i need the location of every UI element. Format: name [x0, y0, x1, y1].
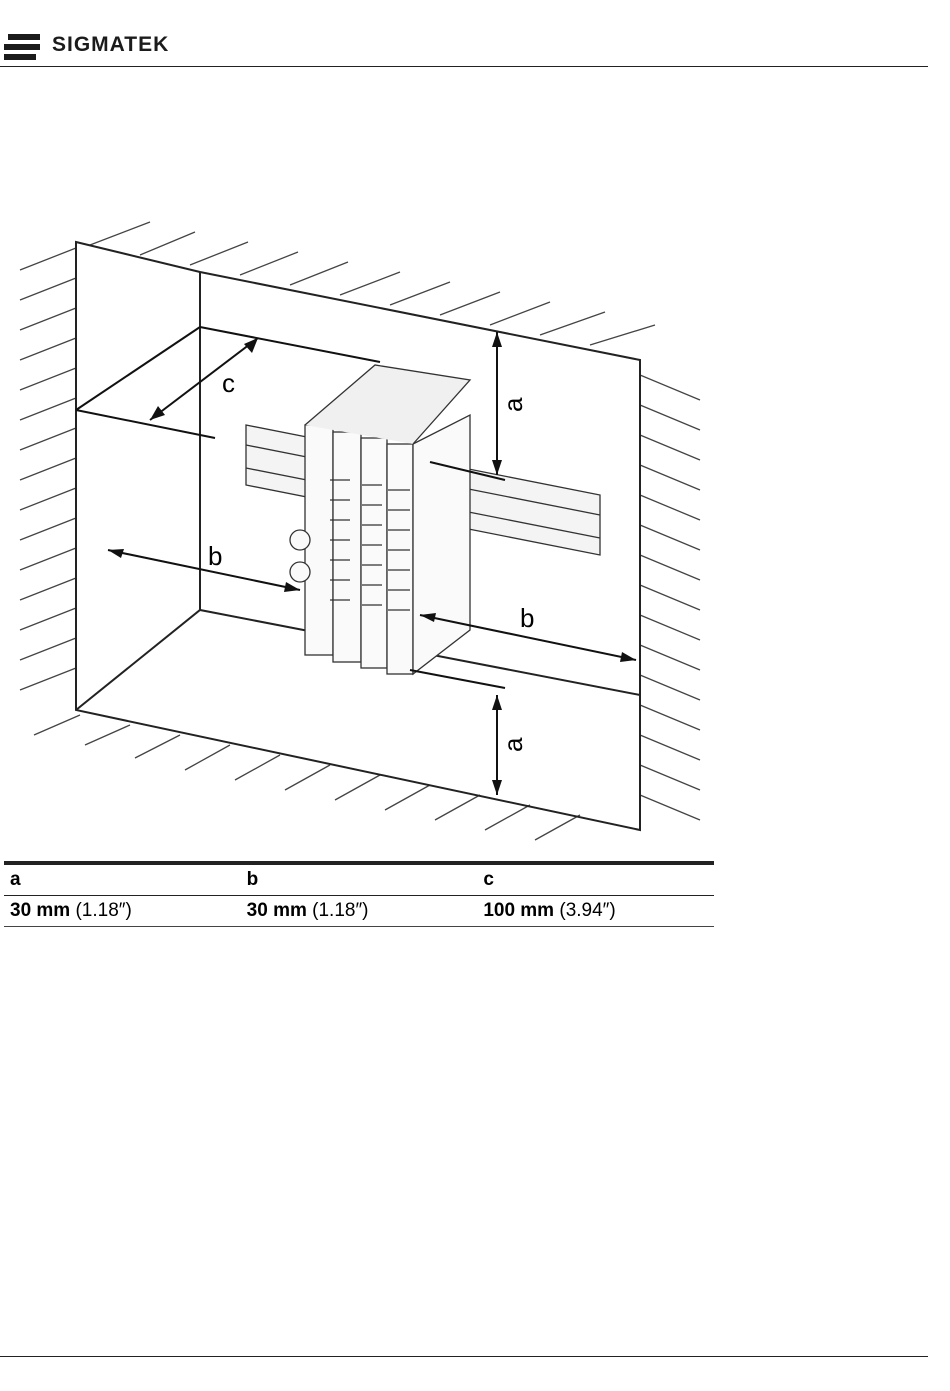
footer-rule — [0, 1356, 928, 1357]
mounting-clearance-figure: c b b a a — [0, 210, 720, 850]
label-b-left: b — [208, 541, 222, 571]
table-row: 30 mm (1.18″) 30 mm (1.18″) 100 mm (3.94… — [4, 896, 714, 927]
cell-b: 30 mm (1.18″) — [241, 896, 478, 927]
sigmatek-logo-icon — [4, 34, 40, 60]
label-a-bottom: a — [498, 737, 528, 752]
column-header-b: b — [241, 863, 478, 896]
value-inch: (1.18″) — [312, 900, 368, 921]
column-header-a: a — [4, 863, 241, 896]
value-mm: 30 mm — [10, 900, 70, 921]
value-mm: 30 mm — [247, 900, 307, 921]
value-inch: (3.94″) — [559, 900, 615, 921]
column-header-c: c — [477, 863, 714, 896]
io-module-stack — [290, 365, 470, 674]
cell-a: 30 mm (1.18″) — [4, 896, 241, 927]
label-b-right: b — [520, 603, 534, 633]
value-mm: 100 mm — [483, 900, 554, 921]
label-a-top: a — [498, 397, 528, 412]
table-header-row: a b c — [4, 863, 714, 896]
cell-c: 100 mm (3.94″) — [477, 896, 714, 927]
brand-name: SIGMATEK — [52, 33, 169, 57]
label-c: c — [222, 368, 235, 398]
header-rule — [0, 66, 928, 67]
value-inch: (1.18″) — [75, 900, 131, 921]
page-header: SIGMATEK — [0, 0, 950, 68]
clearance-table: a b c 30 mm (1.18″) 30 mm (1.18″) 100 mm… — [4, 861, 714, 927]
